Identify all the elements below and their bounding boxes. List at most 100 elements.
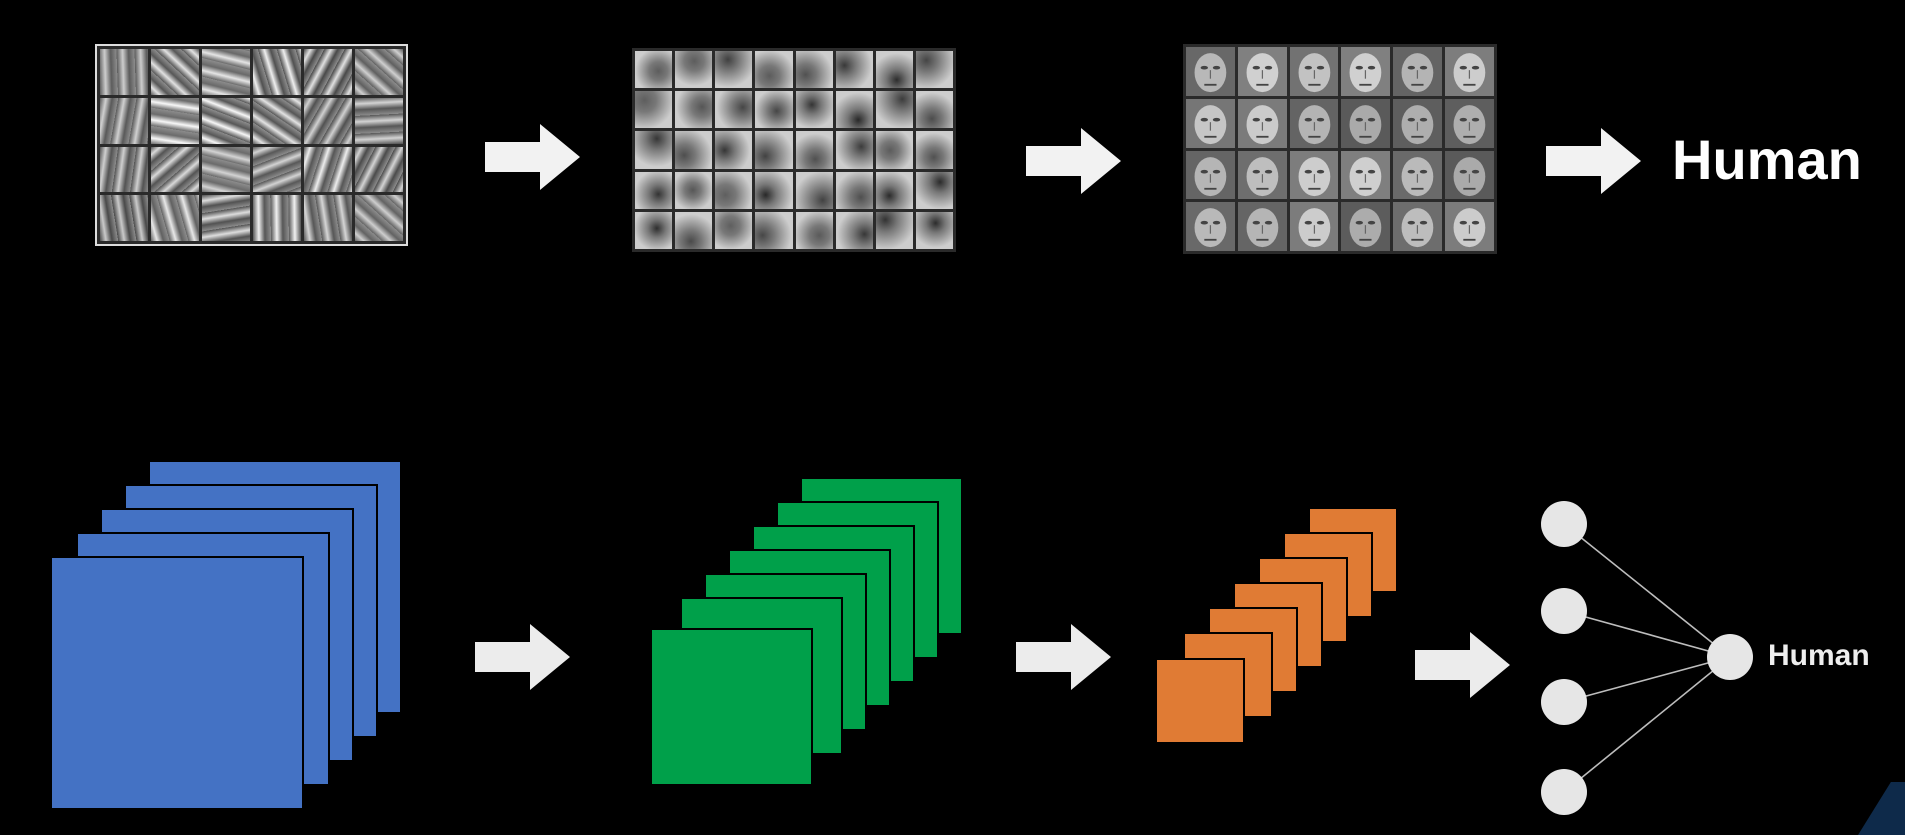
faces-panel	[1183, 44, 1497, 254]
bottom-output-label: Human	[1768, 639, 1870, 672]
filter-cell	[253, 146, 301, 193]
facial-part-cell	[755, 211, 793, 249]
facial-part-cell	[715, 171, 753, 209]
filter-cell	[355, 49, 403, 95]
face-cell	[1289, 202, 1339, 251]
facial-part-cell	[715, 91, 753, 129]
facial-part-cell	[675, 51, 713, 89]
filter-cell	[151, 97, 199, 144]
input-neuron-2-icon	[1541, 588, 1587, 634]
corner-fragment	[1858, 782, 1905, 835]
face-cell	[1186, 202, 1235, 251]
face-cell	[1186, 98, 1235, 148]
face-cell	[1289, 98, 1339, 148]
facial-part-cell	[755, 131, 793, 169]
connection-lines	[1563, 523, 1731, 793]
filter-cell	[100, 49, 148, 95]
input-neuron-4-icon	[1541, 769, 1587, 815]
facial-part-cell	[875, 91, 913, 129]
filter-cell	[202, 97, 250, 144]
facial-part-cell	[875, 51, 913, 89]
facial-part-cell	[835, 171, 873, 209]
filter-cell	[202, 195, 250, 241]
filter-cell	[202, 49, 250, 95]
facial-part-cell	[795, 171, 833, 209]
face-cell	[1341, 202, 1391, 251]
facial-part-cell	[715, 51, 753, 89]
facial-part-cell	[715, 131, 753, 169]
facial-part-cell	[635, 211, 673, 249]
right-arrow-icon	[1016, 624, 1111, 690]
feature-map-sheet	[50, 556, 304, 810]
face-cell	[1289, 47, 1339, 96]
filter-cell	[100, 146, 148, 193]
face-cell	[1445, 47, 1494, 96]
facial-part-cell	[835, 131, 873, 169]
face-cell	[1393, 47, 1443, 96]
facial-part-cell	[915, 91, 953, 129]
face-cell	[1237, 47, 1287, 96]
right-arrow-icon	[475, 624, 570, 690]
facial-parts-panel	[632, 48, 956, 252]
face-cell	[1393, 202, 1443, 251]
facial-part-cell	[835, 211, 873, 249]
face-cell	[1445, 150, 1494, 200]
filter-cell	[151, 146, 199, 193]
filter-cell	[151, 49, 199, 95]
right-arrow-icon	[1026, 128, 1121, 194]
facial-part-cell	[915, 171, 953, 209]
right-arrow-icon	[1546, 128, 1641, 194]
facial-part-cell	[715, 211, 753, 249]
face-cell	[1341, 47, 1391, 96]
filter-cell	[304, 97, 352, 144]
facial-part-cell	[915, 131, 953, 169]
facial-part-cell	[635, 91, 673, 129]
face-cell	[1186, 150, 1235, 200]
input-neuron-1-icon	[1541, 501, 1587, 547]
feature-map-sheet	[1155, 658, 1245, 744]
face-cell	[1186, 47, 1235, 96]
feature-map-sheet	[650, 628, 813, 786]
facial-part-cell	[755, 51, 793, 89]
face-cell	[1393, 98, 1443, 148]
face-cell	[1289, 150, 1339, 200]
filter-cell	[100, 195, 148, 241]
fully-connected-network	[1541, 501, 1753, 815]
facial-part-cell	[675, 211, 713, 249]
filter-cell	[355, 97, 403, 144]
input-neuron-3-icon	[1541, 679, 1587, 725]
face-cell	[1341, 150, 1391, 200]
output-neuron-icon	[1707, 634, 1753, 680]
facial-part-cell	[755, 171, 793, 209]
facial-part-cell	[795, 211, 833, 249]
filter-cell	[253, 49, 301, 95]
face-cell	[1237, 98, 1287, 148]
facial-part-cell	[675, 91, 713, 129]
facial-part-cell	[835, 91, 873, 129]
filter-cell	[151, 195, 199, 241]
face-cell	[1445, 202, 1494, 251]
facial-part-cell	[875, 131, 913, 169]
face-cell	[1237, 150, 1287, 200]
face-cell	[1237, 202, 1287, 251]
filter-cell	[253, 195, 301, 241]
filter-cell	[100, 97, 148, 144]
right-arrow-icon	[485, 124, 580, 190]
facial-part-cell	[795, 91, 833, 129]
facial-part-cell	[755, 91, 793, 129]
filter-cell	[304, 195, 352, 241]
face-cell	[1393, 150, 1443, 200]
facial-part-cell	[635, 51, 673, 89]
facial-part-cell	[675, 171, 713, 209]
top-output-label: Human	[1672, 128, 1862, 191]
filter-cell	[355, 146, 403, 193]
facial-part-cell	[875, 211, 913, 249]
face-cell	[1341, 98, 1391, 148]
filter-cell	[253, 97, 301, 144]
facial-part-cell	[635, 131, 673, 169]
facial-part-cell	[915, 211, 953, 249]
facial-part-cell	[915, 51, 953, 89]
filter-cell	[355, 195, 403, 241]
facial-part-cell	[795, 131, 833, 169]
facial-part-cell	[835, 51, 873, 89]
